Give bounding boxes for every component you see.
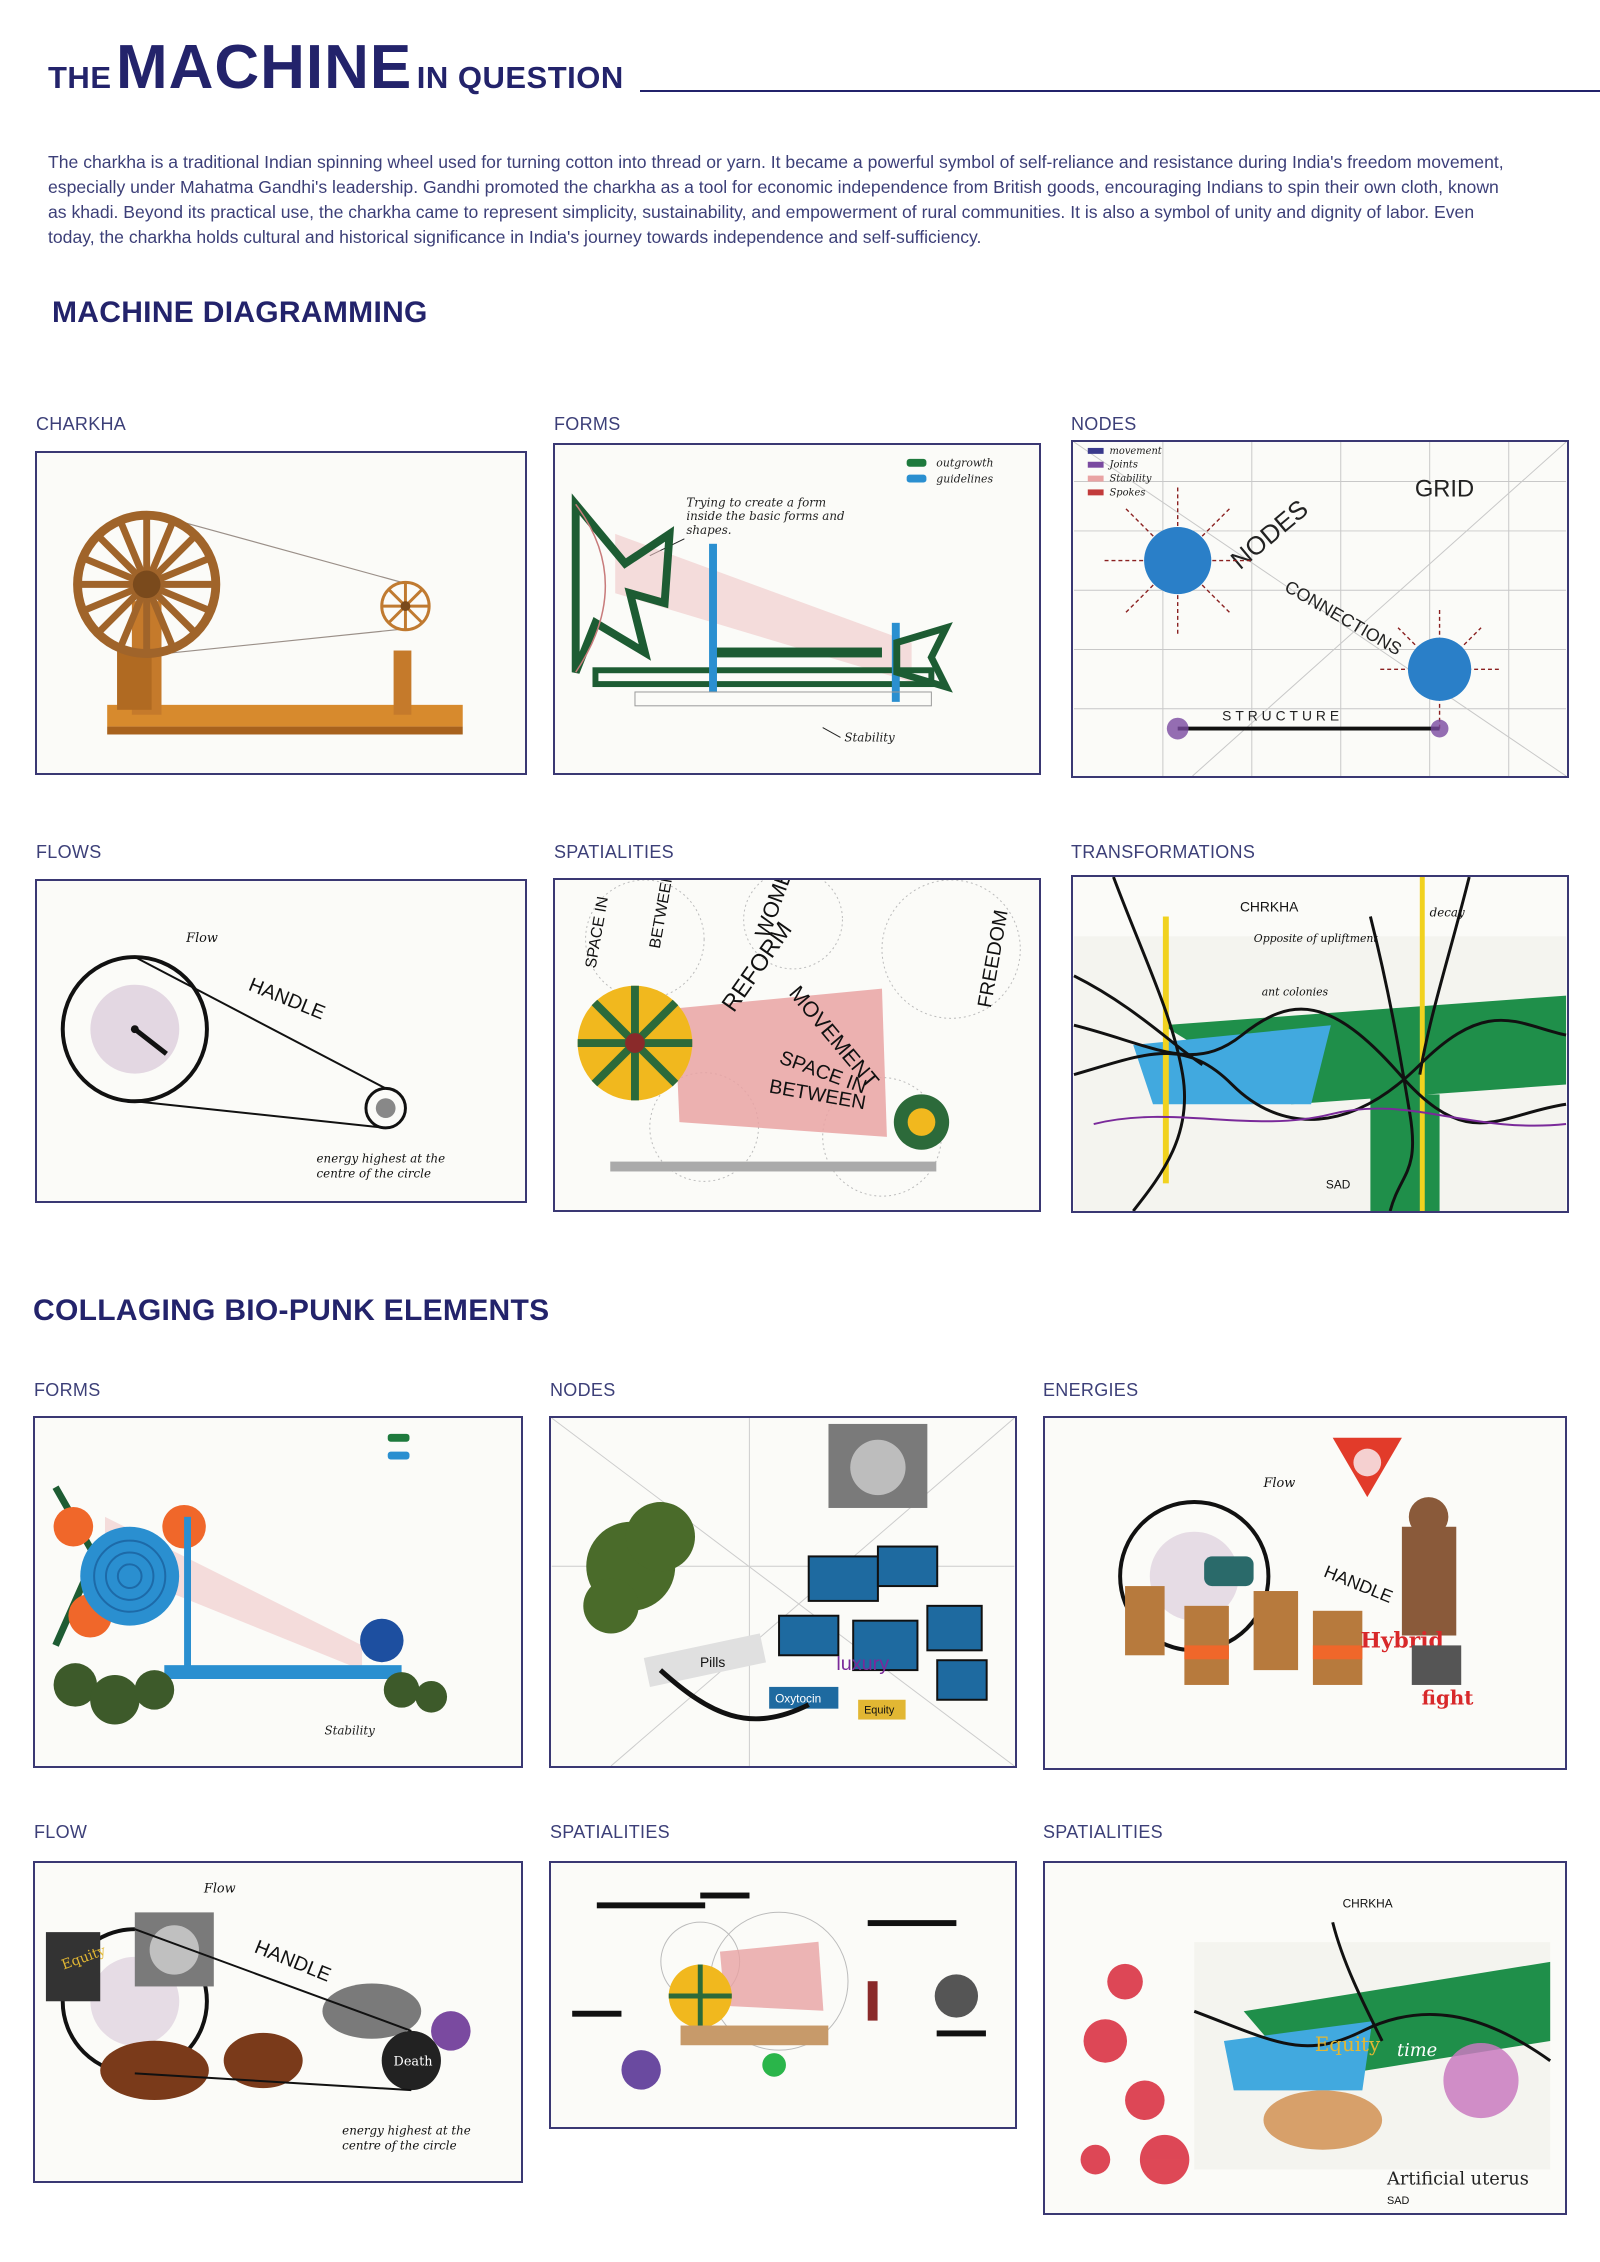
panel-flows[interactable]: Flow HANDLE energy highest at the centre… (35, 879, 527, 1203)
forms-note-line1: Trying to create a form (686, 495, 826, 509)
panel-collage-forms[interactable]: Stability (33, 1416, 523, 1768)
panel-collage-nodes[interactable]: Pills luxury Oxytocin Equity (549, 1416, 1017, 1768)
caption-transformations: TRANSFORMATIONS (1071, 842, 1256, 862)
collage-spatialities-2-time: time (1397, 2040, 1437, 2061)
nodes-connections-label: CONNECTIONS (1281, 576, 1405, 659)
forms-legend-guidelines: guidelines (936, 473, 993, 486)
spatialities-space-in-label: SPACE IN (583, 895, 612, 969)
transformations-title: CHRKHA (1240, 899, 1299, 915)
section-machine-diagramming: MACHINE DIAGRAMMING (52, 296, 428, 329)
collage-flow-handle: HANDLE (251, 1936, 334, 1986)
forms-legend-outgrowth: outgrowth (936, 457, 993, 470)
spatialities-between-label: BETWEEN (647, 880, 677, 950)
spatialities-diagram: SPACE IN BETWEEN WOMEN REFORM MOVEMENT F… (577, 880, 1021, 1197)
caption-collage-spatialities-1: SPATIALITIES (550, 1822, 670, 1842)
caption-collage-flow: FLOW (34, 1822, 88, 1842)
nodes-diagram: movement Joints Stability Spokes GRID NO… (1073, 442, 1567, 776)
collage-flow-flow: Flow (203, 1882, 236, 1897)
collage-spatialities-2-chrkha: CHRKHA (1343, 1896, 1393, 1910)
title-machine: MACHINE (115, 33, 413, 102)
caption-flows: FLOWS (36, 842, 102, 862)
caption-collage-forms: FORMS (34, 1380, 101, 1400)
collage-energies-image: Flow HANDLE Hybrid fight (1118, 1437, 1475, 1710)
collage-nodes-pills: Pills (700, 1654, 725, 1670)
charkha-illustration (73, 510, 463, 735)
collage-spatialities-2-artificial-uterus: Artificial uterus (1386, 2168, 1529, 2189)
caption-spatialities: SPATIALITIES (554, 842, 674, 862)
flows-handle-label: HANDLE (246, 974, 329, 1024)
intro-paragraph: The charkha is a traditional Indian spin… (48, 152, 1504, 247)
nodes-nodes-label: NODES (1226, 495, 1314, 575)
nodes-legend-stability: Stability (1110, 474, 1152, 485)
flows-energy-line1: energy highest at the (317, 1151, 446, 1165)
collage-spatialities-2-image: CHRKHA Equity time Artificial uterus SAD (1080, 1896, 1552, 2207)
panel-collage-spatialities-1[interactable] (549, 1861, 1017, 2129)
panel-forms[interactable]: outgrowth guidelines Trying to create a … (553, 443, 1041, 775)
caption-collage-spatialities-2: SPATIALITIES (1043, 1822, 1163, 1842)
nodes-grid-label: GRID (1415, 476, 1474, 502)
collage-energies-flow: Flow (1262, 1476, 1295, 1491)
forms-note-line3: shapes. (686, 523, 731, 537)
caption-collage-nodes: NODES (550, 1380, 616, 1400)
collage-nodes-oxytocin: Oxytocin (775, 1692, 821, 1706)
title-rule (640, 90, 1600, 92)
collage-nodes-image: Pills luxury Oxytocin Equity (551, 1418, 1015, 1766)
panel-collage-flow[interactable]: Equity Death Flow HANDLE energy highest … (33, 1861, 523, 2183)
collage-spatialities-2-equity: Equity (1315, 2033, 1381, 2056)
flows-diagram: Flow HANDLE energy highest at the centre… (60, 931, 446, 1180)
collage-energies-fight: fight (1422, 1686, 1475, 1710)
transformations-sad: SAD (1326, 1177, 1350, 1191)
transformations-opposite: Opposite of upliftment (1254, 932, 1379, 945)
forms-diagram: outgrowth guidelines Trying to create a … (571, 457, 994, 744)
panel-charkha[interactable] (35, 451, 527, 775)
caption-forms: FORMS (554, 414, 621, 434)
collage-spatialities-1-image (572, 1892, 986, 2090)
collage-flow-image: Equity Death Flow HANDLE energy highest … (45, 1882, 471, 2152)
forms-note-line2: inside the basic forms and (686, 509, 845, 523)
nodes-structure-label: STRUCTURE (1222, 708, 1343, 724)
nodes-legend-movement: movement (1110, 446, 1162, 457)
collage-energies-handle: HANDLE (1321, 1561, 1396, 1607)
caption-collage-energies: ENERGIES (1043, 1380, 1139, 1400)
collage-forms-image: Stability (52, 1433, 448, 1737)
collage-nodes-luxury: luxury (836, 1653, 889, 1675)
title-the: THE (48, 60, 112, 95)
spatialities-freedom-label: FREEDOM (974, 908, 1013, 1009)
panel-spatialities[interactable]: SPACE IN BETWEEN WOMEN REFORM MOVEMENT F… (553, 878, 1041, 1212)
panel-nodes[interactable]: movement Joints Stability Spokes GRID NO… (1071, 440, 1569, 778)
nodes-legend-joints: Joints (1108, 460, 1138, 471)
nodes-legend-spokes: Spokes (1110, 487, 1146, 498)
transformations-diagram: CHRKHA decay Opposite of upliftment ant … (1073, 877, 1567, 1211)
collage-flow-energy2: centre of the circle (342, 2138, 456, 2152)
collage-flow-energy1: energy highest at the (342, 2124, 471, 2138)
transformations-ant-colonies: ant colonies (1262, 986, 1329, 999)
flows-energy-line2: centre of the circle (317, 1166, 431, 1180)
caption-charkha: CHARKHA (36, 414, 127, 434)
page-title: THE MACHINE IN QUESTION (48, 32, 624, 103)
flows-flow-label: Flow (185, 931, 218, 946)
section-collaging: COLLAGING BIO-PUNK ELEMENTS (33, 1294, 550, 1327)
panel-collage-spatialities-2[interactable]: CHRKHA Equity time Artificial uterus SAD (1043, 1861, 1567, 2215)
panel-transformations[interactable]: CHRKHA decay Opposite of upliftment ant … (1071, 875, 1569, 1213)
collage-forms-stability: Stability (324, 1723, 375, 1737)
transformations-decay: decay (1430, 906, 1465, 920)
collage-spatialities-2-sad: SAD (1387, 2195, 1409, 2207)
collage-flow-death: Death (394, 2054, 433, 2069)
panel-collage-energies[interactable]: Flow HANDLE Hybrid fight (1043, 1416, 1567, 1770)
forms-stability-note: Stability (844, 730, 895, 744)
collage-nodes-equity: Equity (864, 1705, 895, 1717)
caption-nodes: NODES (1071, 414, 1137, 434)
title-in-question: IN QUESTION (416, 60, 624, 95)
